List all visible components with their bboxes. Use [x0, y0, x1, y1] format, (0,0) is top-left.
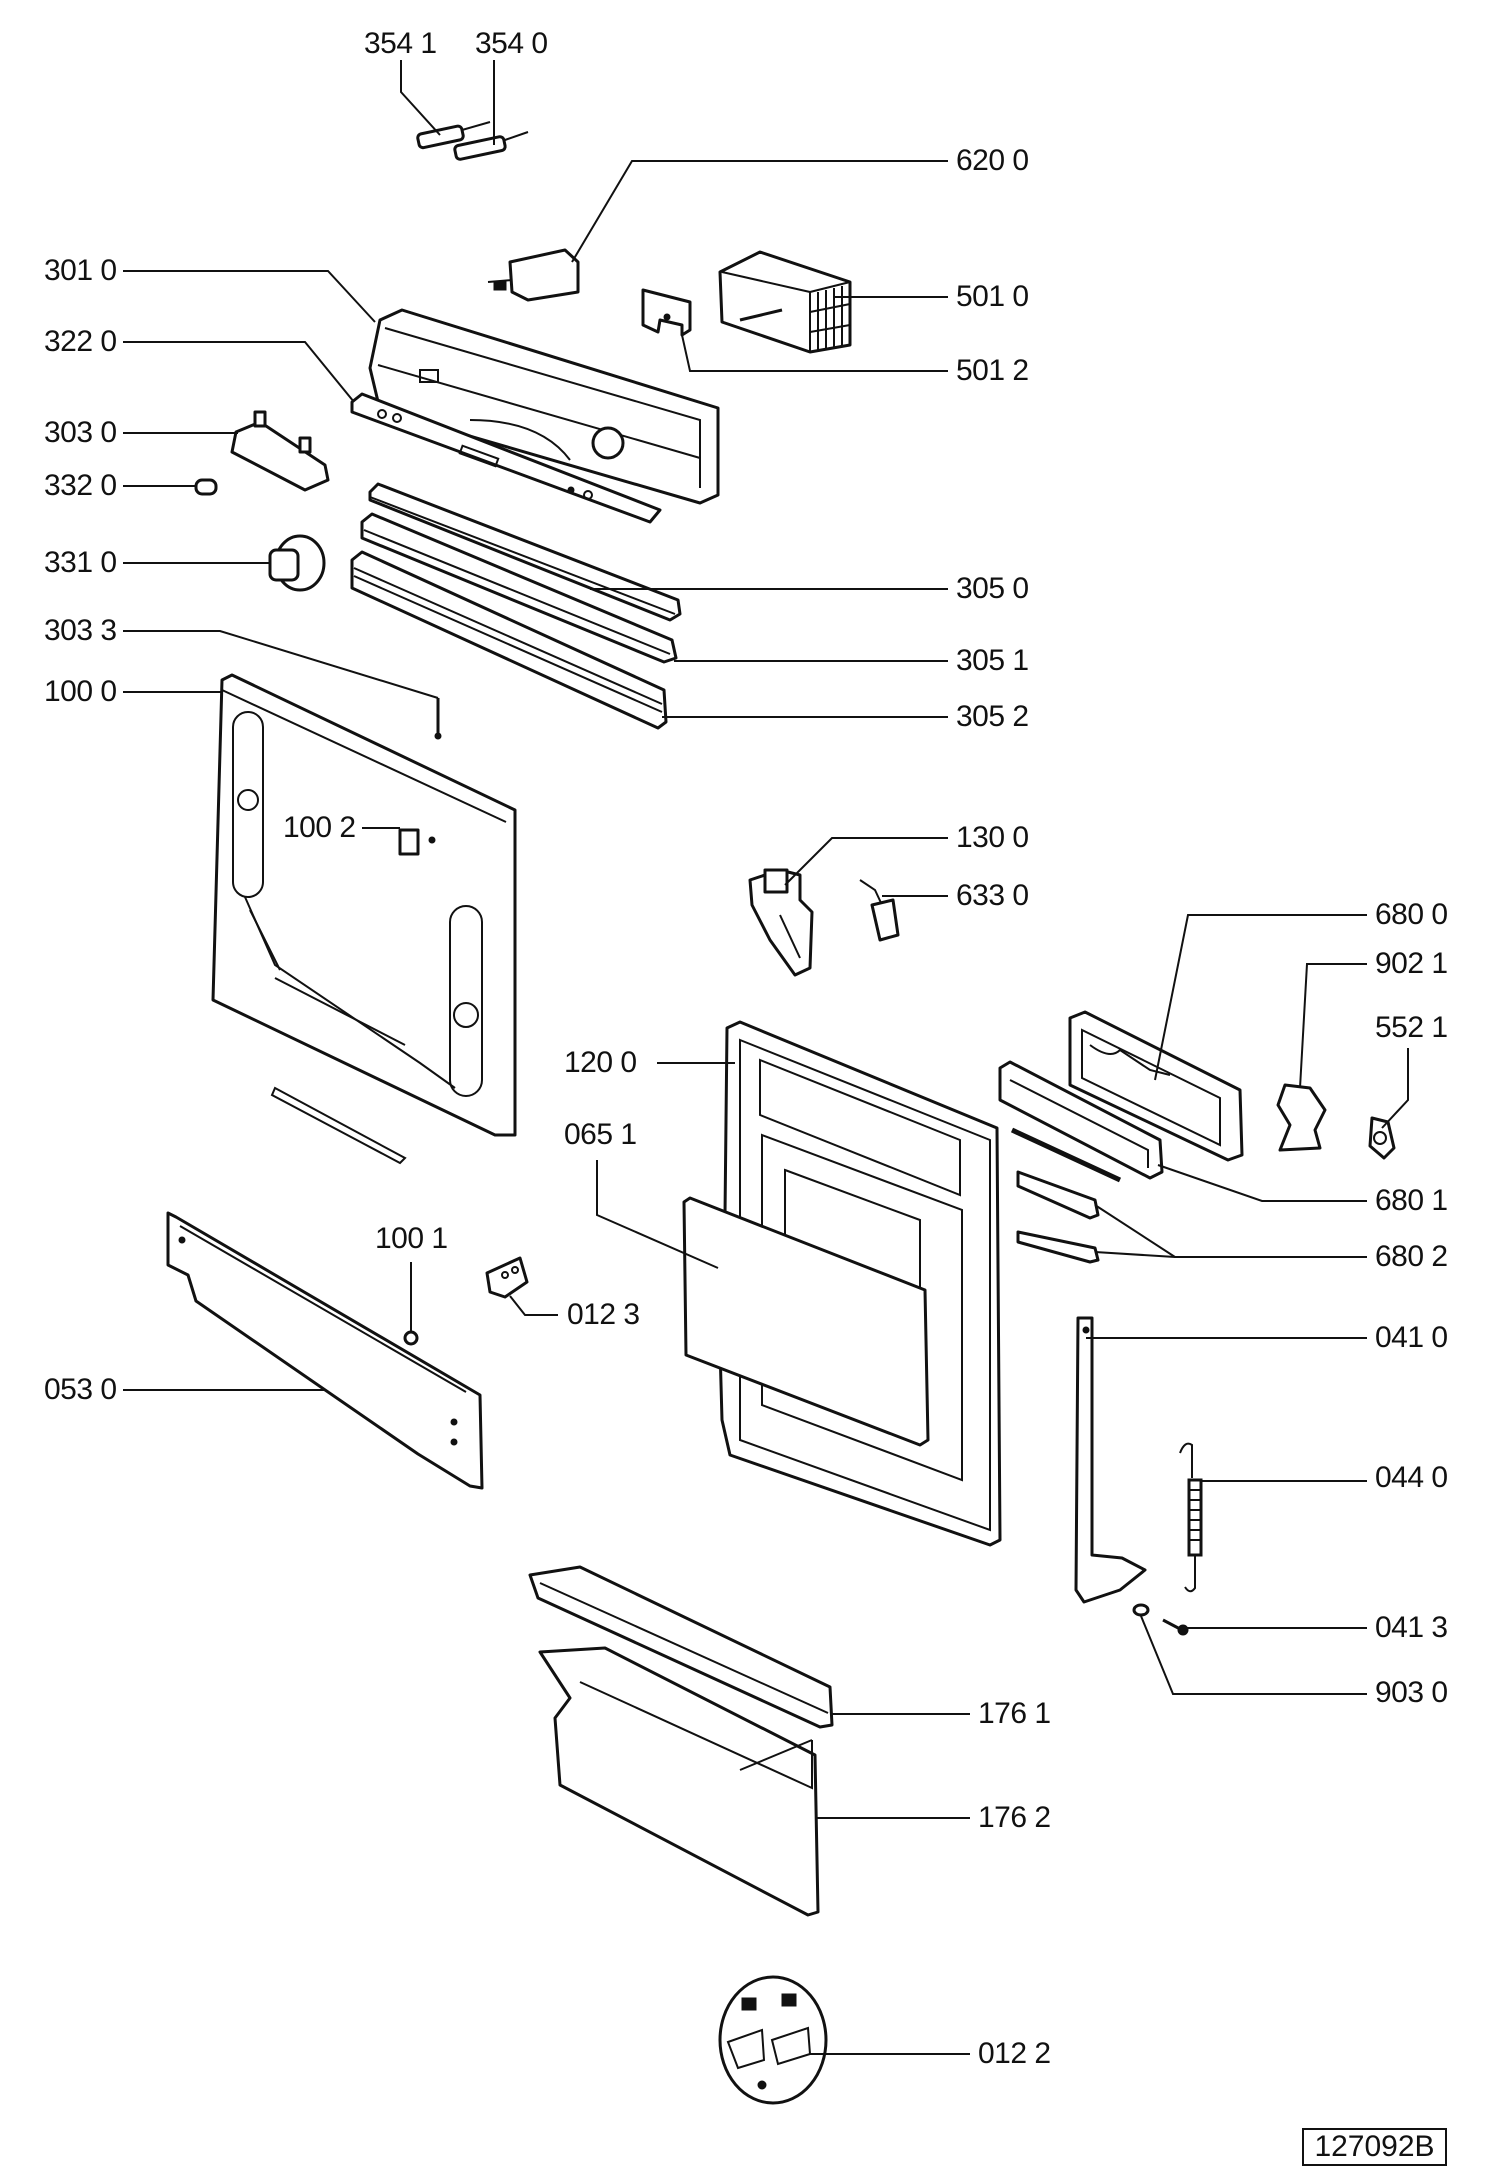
part-label-3010: 301 0 — [44, 254, 117, 287]
part-label-1200: 120 0 — [564, 1046, 637, 1079]
part-label-0530: 053 0 — [44, 1373, 117, 1406]
clip-part-1002 — [398, 828, 436, 856]
strip-part-3051 — [360, 512, 678, 664]
leader-5012 — [681, 334, 948, 372]
knob-part-3310 — [268, 534, 326, 592]
control-panel-part-3010 — [368, 308, 720, 505]
leader-0651 — [596, 1160, 719, 1269]
leader-6802b — [1094, 1251, 1176, 1258]
part-label-3050: 305 0 — [956, 572, 1029, 605]
part-label-5521: 552 1 — [1375, 1011, 1448, 1044]
part-label-0123: 012 3 — [567, 1298, 640, 1331]
part-label-6802: 680 2 — [1375, 1240, 1448, 1273]
leader-6800 — [1154, 914, 1367, 1081]
part-label-1761: 176 1 — [978, 1697, 1051, 1730]
strip-part-3052 — [350, 550, 668, 730]
part-label-0413: 041 3 — [1375, 1611, 1448, 1644]
part-label-6200: 620 0 — [956, 144, 1029, 177]
small-button-part-3320 — [194, 478, 218, 496]
door-switch-part-6200 — [487, 248, 580, 302]
part-label-3320: 332 0 — [44, 469, 117, 502]
outer-door-panel-part-1000 — [211, 673, 517, 1165]
washer-part-9030 — [1132, 1603, 1150, 1617]
hinge-kit-part-0122 — [718, 1975, 828, 2105]
seal-part-6802 — [1016, 1170, 1100, 1264]
part-label-3033: 303 3 — [44, 614, 117, 647]
bracket-part-9021 — [1276, 1083, 1327, 1152]
part-label-5012: 501 2 — [956, 354, 1029, 387]
part-label-1762: 176 2 — [978, 1801, 1051, 1834]
panel-strip-part-3220 — [350, 392, 662, 524]
leader-6802 — [1094, 1204, 1367, 1258]
hinge-plate-part-0123 — [485, 1256, 529, 1299]
button-block-part-3030 — [230, 410, 330, 492]
part-label-0440: 044 0 — [1375, 1461, 1448, 1494]
part-label-3052: 305 2 — [956, 700, 1029, 733]
part-label-6801: 680 1 — [1375, 1184, 1448, 1217]
rail-part-1761 — [528, 1565, 834, 1729]
leader-1300 — [784, 837, 948, 886]
leader-6200 — [571, 160, 948, 263]
part-label-3310: 331 0 — [44, 546, 117, 579]
leader-lines — [123, 60, 1409, 2055]
pin-part-3033 — [434, 698, 442, 740]
part-label-6800: 680 0 — [1375, 898, 1448, 931]
spring-part-0440 — [1179, 1442, 1203, 1593]
leader-3010 — [123, 270, 376, 323]
part-label-1000: 100 0 — [44, 675, 117, 708]
leader-6801 — [1157, 1164, 1367, 1202]
part-label-3220: 322 0 — [44, 325, 117, 358]
timer-bracket-part-5012 — [641, 288, 692, 337]
leader-0123 — [509, 1295, 558, 1316]
part-label-5010: 501 0 — [956, 280, 1029, 313]
part-label-3030: 303 0 — [44, 416, 117, 449]
cover-part-1762 — [538, 1646, 820, 1917]
gasket-part-6801 — [998, 1060, 1164, 1183]
part-label-3540: 354 0 — [475, 27, 548, 60]
timer-part-5010 — [718, 250, 852, 354]
leader-5521 — [1381, 1048, 1409, 1129]
document-id-box: 127092B — [1302, 2128, 1447, 2166]
dispenser-part-6800 — [1068, 1010, 1244, 1162]
hinge-arm-part-0410 — [1074, 1316, 1147, 1604]
lamp-part-3541 — [416, 121, 491, 150]
valve-part-5521 — [1368, 1116, 1396, 1160]
part-label-9021: 902 1 — [1375, 947, 1448, 980]
part-label-1300: 130 0 — [956, 821, 1029, 854]
door-lock-part-1300 — [748, 868, 814, 977]
lamp-part-3540 — [453, 131, 529, 161]
part-label-3541: 354 1 — [364, 27, 437, 60]
part-label-6330: 633 0 — [956, 879, 1029, 912]
sensor-part-6330 — [859, 879, 900, 942]
inner-panel-part-0651 — [682, 1196, 930, 1447]
leader-3220 — [123, 341, 355, 403]
part-label-1002: 100 2 — [283, 811, 356, 844]
leader-3541 — [400, 60, 441, 136]
screw-part-1001 — [403, 1330, 419, 1346]
leader-3033 — [123, 630, 439, 699]
plinth-panel-part-0530 — [166, 1211, 484, 1490]
part-label-9030: 903 0 — [1375, 1676, 1448, 1709]
part-label-0122: 012 2 — [978, 2037, 1051, 2070]
leader-9030 — [1140, 1615, 1367, 1695]
strip-part-3050 — [368, 482, 682, 622]
part-label-1001: 100 1 — [375, 1222, 448, 1255]
part-label-0651: 065 1 — [564, 1118, 637, 1151]
part-label-0410: 041 0 — [1375, 1321, 1448, 1354]
leader-9021 — [1299, 963, 1367, 1089]
part-label-3051: 305 1 — [956, 644, 1029, 677]
